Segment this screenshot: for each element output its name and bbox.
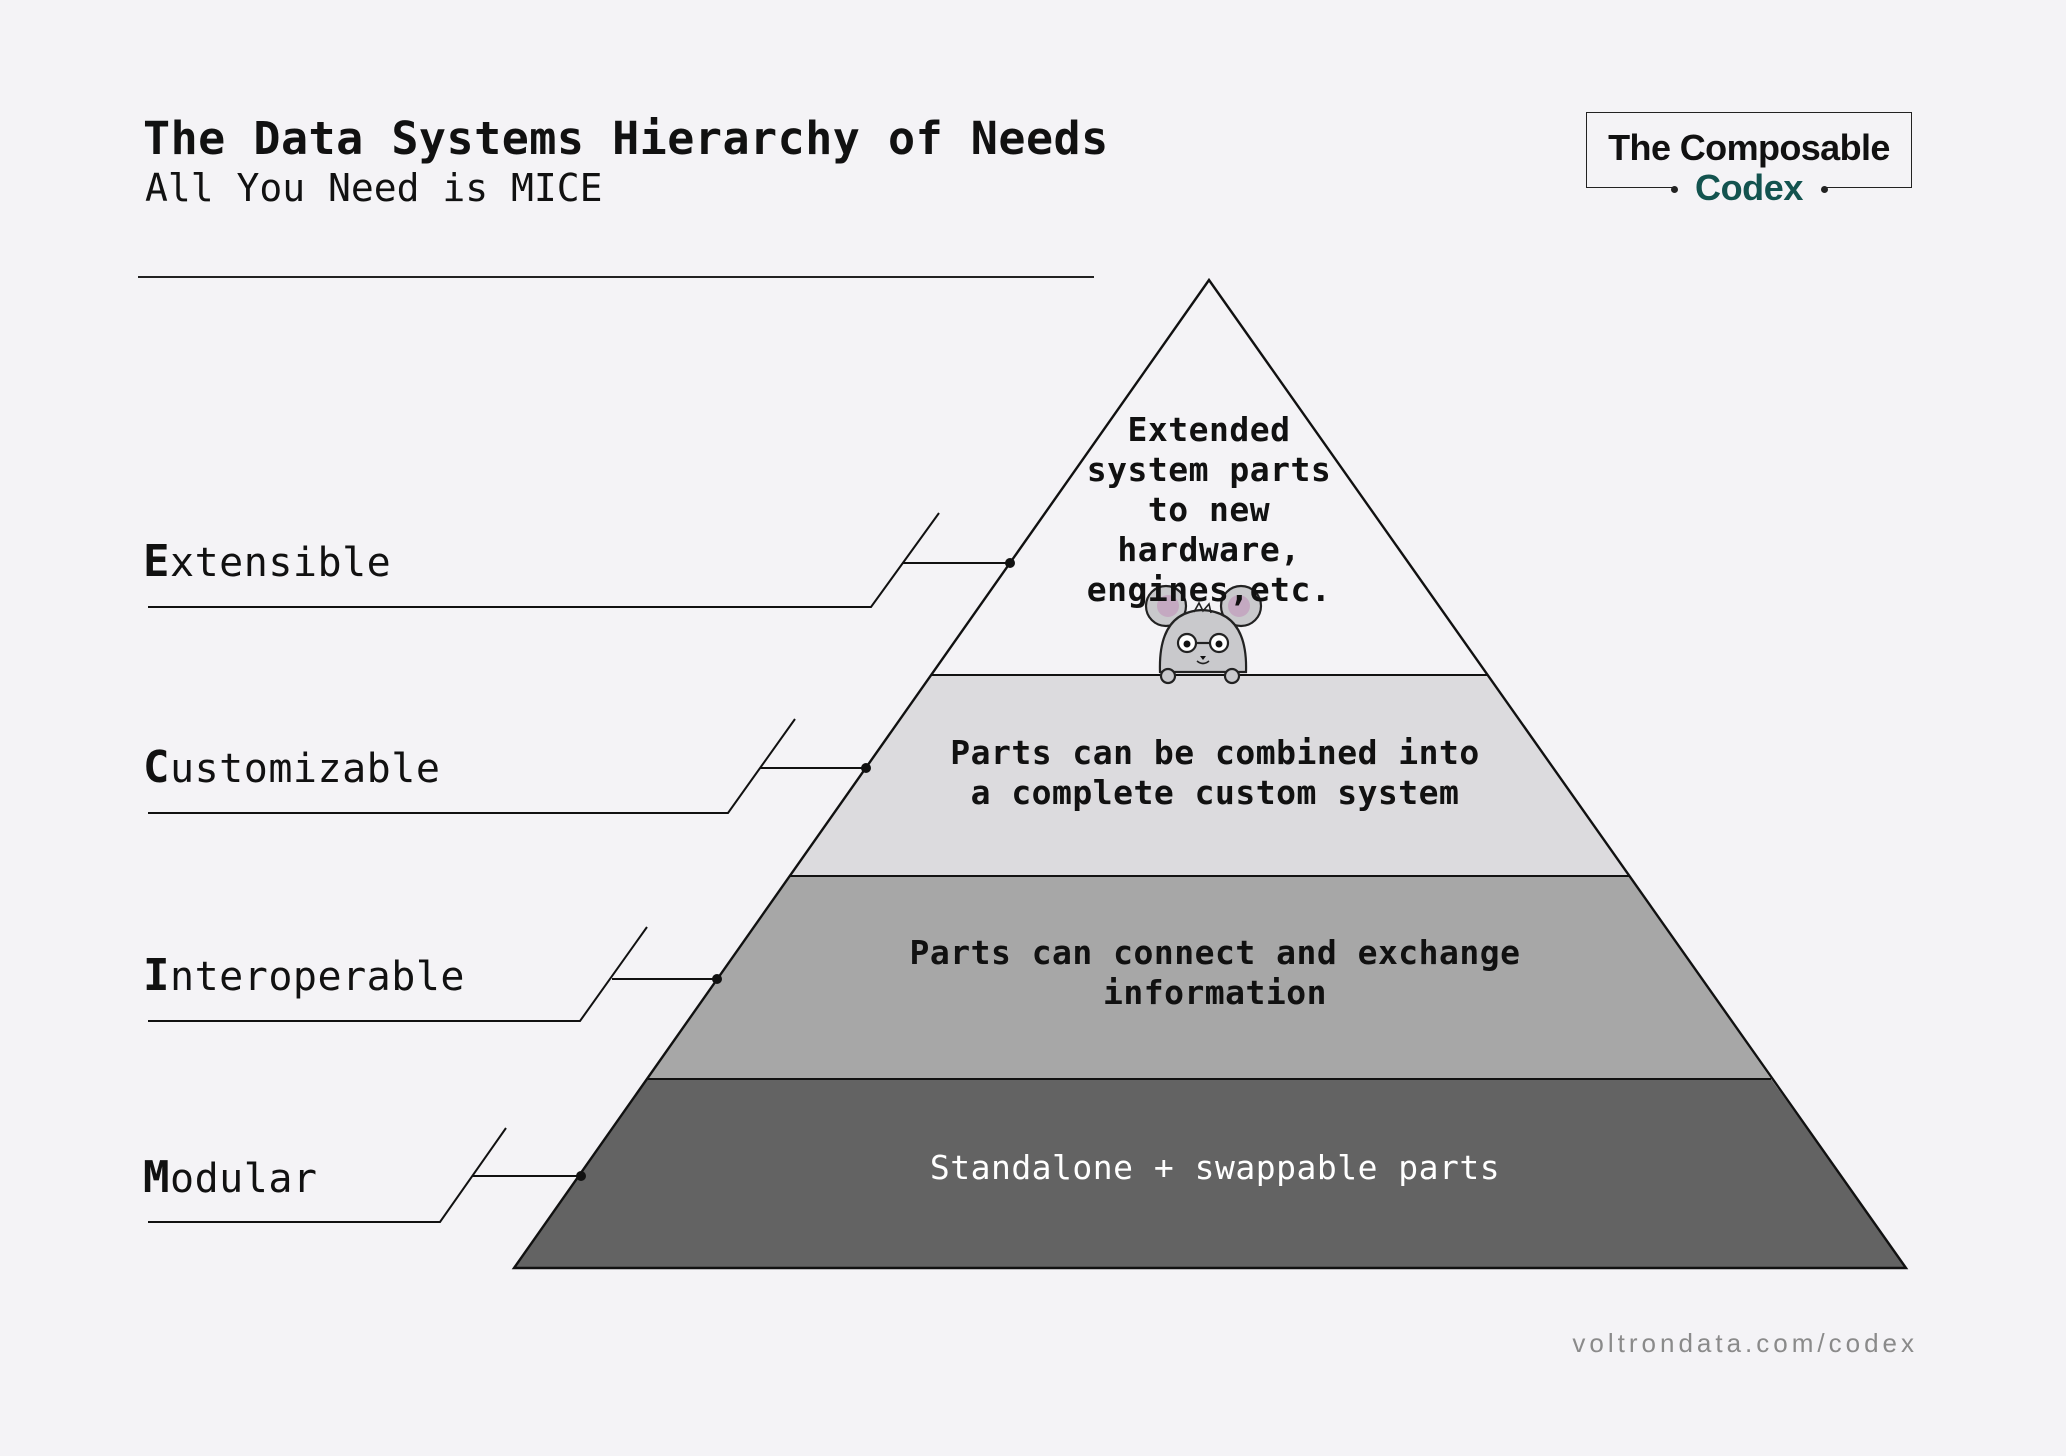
- label-extensible: Extensible: [143, 536, 391, 587]
- layer-customizable: [789, 675, 1629, 876]
- label-initial: C: [143, 742, 170, 793]
- brand-line1: The Composable: [1608, 127, 1890, 168]
- leader-modular: [148, 1127, 507, 1223]
- label-rest: xtensible: [170, 540, 392, 586]
- layer-modular: [514, 1079, 1906, 1268]
- page-title: The Data Systems Hierarchy of Needs: [143, 112, 1109, 165]
- brand-line2: Codex: [1694, 167, 1804, 208]
- label-rest: nteroperable: [170, 954, 465, 1000]
- label-initial: E: [143, 536, 170, 587]
- leader-interoperable: [148, 926, 648, 1022]
- label-initial: M: [143, 1152, 170, 1203]
- layer-extensible: [931, 280, 1487, 675]
- label-interoperable: Interoperable: [143, 950, 465, 1001]
- leader-customizable: [148, 718, 796, 814]
- footer-url: voltrondata.com/codex: [1572, 1328, 1918, 1358]
- label-modular: Modular: [143, 1152, 318, 1203]
- layer-text-extensible: Extended system parts to new hardware, e…: [1086, 410, 1332, 609]
- mouse-with-glasses-icon: [1144, 584, 1263, 685]
- leader-dot-modular: [576, 1171, 586, 1181]
- leader-dot-customizable: [861, 763, 871, 773]
- pyramid-outline: [511, 277, 1909, 1270]
- page-subtitle: All You Need is MICE: [145, 166, 603, 210]
- leader-dot-interoperable: [712, 974, 722, 984]
- layer-text-modular: Standalone + swappable parts: [929, 1148, 1501, 1187]
- leader-dot-extensible: [1005, 558, 1015, 568]
- label-initial: I: [143, 950, 170, 1001]
- label-rest: odular: [170, 1156, 318, 1202]
- layer-text-customizable: Parts can be combined into a complete cu…: [950, 733, 1480, 812]
- layer-text-interoperable: Parts can connect and exchange informati…: [909, 933, 1521, 1012]
- leader-extensible: [148, 512, 940, 608]
- brand-logo: The Composable Codex: [1586, 112, 1912, 208]
- brand-dot-right: [1821, 186, 1828, 193]
- label-customizable: Customizable: [143, 742, 440, 793]
- layer-interoperable: [648, 876, 1771, 1079]
- brand-dot-left: [1671, 186, 1678, 193]
- label-rest: ustomizable: [170, 746, 441, 792]
